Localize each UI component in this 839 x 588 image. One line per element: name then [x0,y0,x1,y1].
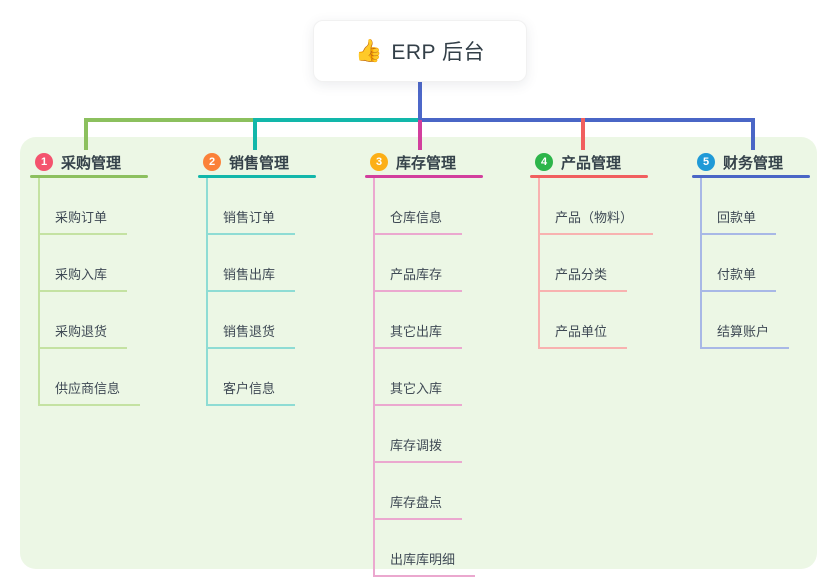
branch-children-product: 产品（物料） 产品分类 产品单位 [538,178,654,349]
node-item[interactable]: 结算账户 [700,323,790,349]
branch-header-sales[interactable]: 2 销售管理 [198,149,328,175]
node-item[interactable]: 仓库信息 [373,209,463,235]
branches-panel [20,137,817,569]
branch-label: 销售管理 [229,154,290,172]
drop-line-sales [253,118,257,150]
branch-header-procurement[interactable]: 1 采购管理 [30,149,160,175]
node-item[interactable]: 库存调拨 [373,437,463,463]
branch-number-badge: 3 [370,153,388,171]
thumbs-up-icon: 👍 [354,38,383,63]
branch-label: 采购管理 [61,154,122,172]
branch-header-inventory[interactable]: 3 库存管理 [365,149,495,175]
node-item[interactable]: 产品分类 [538,266,628,292]
branch-number-badge: 5 [697,153,715,171]
node-item[interactable]: 付款单 [700,266,777,292]
drop-line-finance [751,118,755,150]
branch-header-finance[interactable]: 5 财务管理 [692,149,822,175]
branch-number-badge: 2 [203,153,221,171]
node-item[interactable]: 采购订单 [38,209,128,235]
node-item[interactable]: 销售出库 [206,266,296,292]
node-item[interactable]: 产品单位 [538,323,628,349]
node-item[interactable]: 其它入库 [373,380,463,406]
node-item[interactable]: 库存盘点 [373,494,463,520]
node-item[interactable]: 出库库明细 [373,551,476,577]
node-item[interactable]: 销售订单 [206,209,296,235]
branch-label: 产品管理 [561,154,622,172]
children-connector-line [206,178,208,406]
node-item[interactable]: 采购退货 [38,323,128,349]
branch-children-finance: 回款单 付款单 结算账户 [700,178,790,349]
children-connector-line [538,178,540,349]
branch-number-badge: 1 [35,153,53,171]
bus-segment-procurement [84,118,259,122]
branch-underline [365,175,483,178]
drop-line-procurement [84,118,88,150]
bus-segment-sales [255,118,422,122]
node-item[interactable]: 其它出库 [373,323,463,349]
children-connector-line [700,178,702,349]
branch-label: 库存管理 [396,154,457,172]
branch-header-product[interactable]: 4 产品管理 [530,149,660,175]
drop-line-product [581,118,585,150]
branch-underline [530,175,648,178]
children-connector-line [373,178,375,577]
node-item[interactable]: 产品（物料） [538,209,654,235]
branch-label: 财务管理 [723,154,784,172]
node-item[interactable]: 采购入库 [38,266,128,292]
branch-children-inventory: 仓库信息 产品库存 其它出库 其它入库 库存调拨 库存盘点 出库库明细 [373,178,476,577]
branch-children-sales: 销售订单 销售出库 销售退货 客户信息 [206,178,296,406]
branch-underline [198,175,316,178]
root-connector-line [418,81,422,122]
node-item[interactable]: 产品库存 [373,266,463,292]
branch-number-badge: 4 [535,153,553,171]
node-item[interactable]: 销售退货 [206,323,296,349]
root-node-erp[interactable]: 👍 ERP 后台 [313,20,527,82]
branch-children-procurement: 采购订单 采购入库 采购退货 供应商信息 [38,178,141,406]
children-connector-line [38,178,40,406]
node-item[interactable]: 客户信息 [206,380,296,406]
branch-underline [692,175,810,178]
branch-underline [30,175,148,178]
node-item[interactable]: 回款单 [700,209,777,235]
bus-segment-right [418,118,755,122]
drop-line-inventory [418,120,422,150]
node-item[interactable]: 供应商信息 [38,380,141,406]
root-title: ERP 后台 [391,41,486,64]
